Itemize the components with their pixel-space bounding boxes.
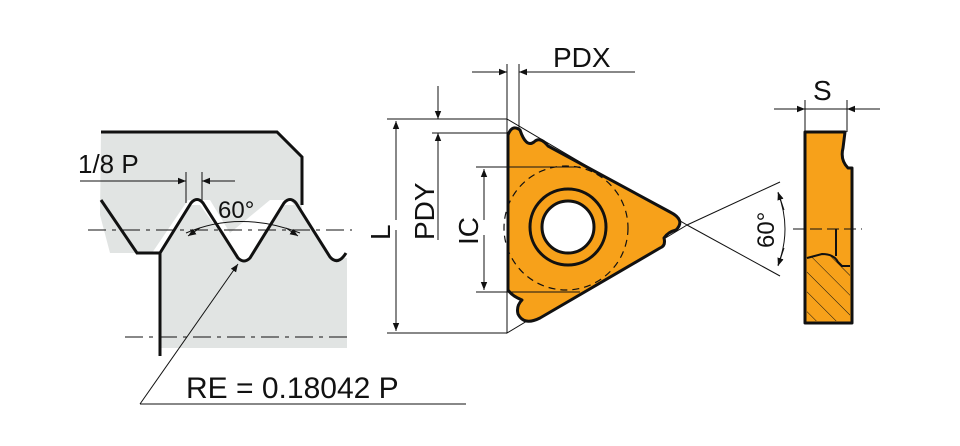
pdx-label: PDX [553,42,611,73]
s-label: S [813,75,832,106]
thread-profile-view: 1/8 P 60° RE = 0.18042 P [78,130,466,405]
pitch-fraction-label: 1/8 P [78,149,139,179]
ic-label: IC [453,217,484,245]
workpiece-body [160,205,347,348]
l-label: L [365,224,396,240]
pdy-label: PDY [409,182,440,240]
flank-angle-label: 60° [218,197,254,224]
radius-label: RE = 0.18042 P [186,372,399,405]
insert-side-view: 60° S [686,75,880,325]
tool-body [100,132,302,253]
insert-top-view: PDX PDY L IC [365,42,688,334]
thread-profile-line [99,198,348,263]
side-angle-label: 60° [753,212,780,248]
clamp-hole [540,199,596,255]
